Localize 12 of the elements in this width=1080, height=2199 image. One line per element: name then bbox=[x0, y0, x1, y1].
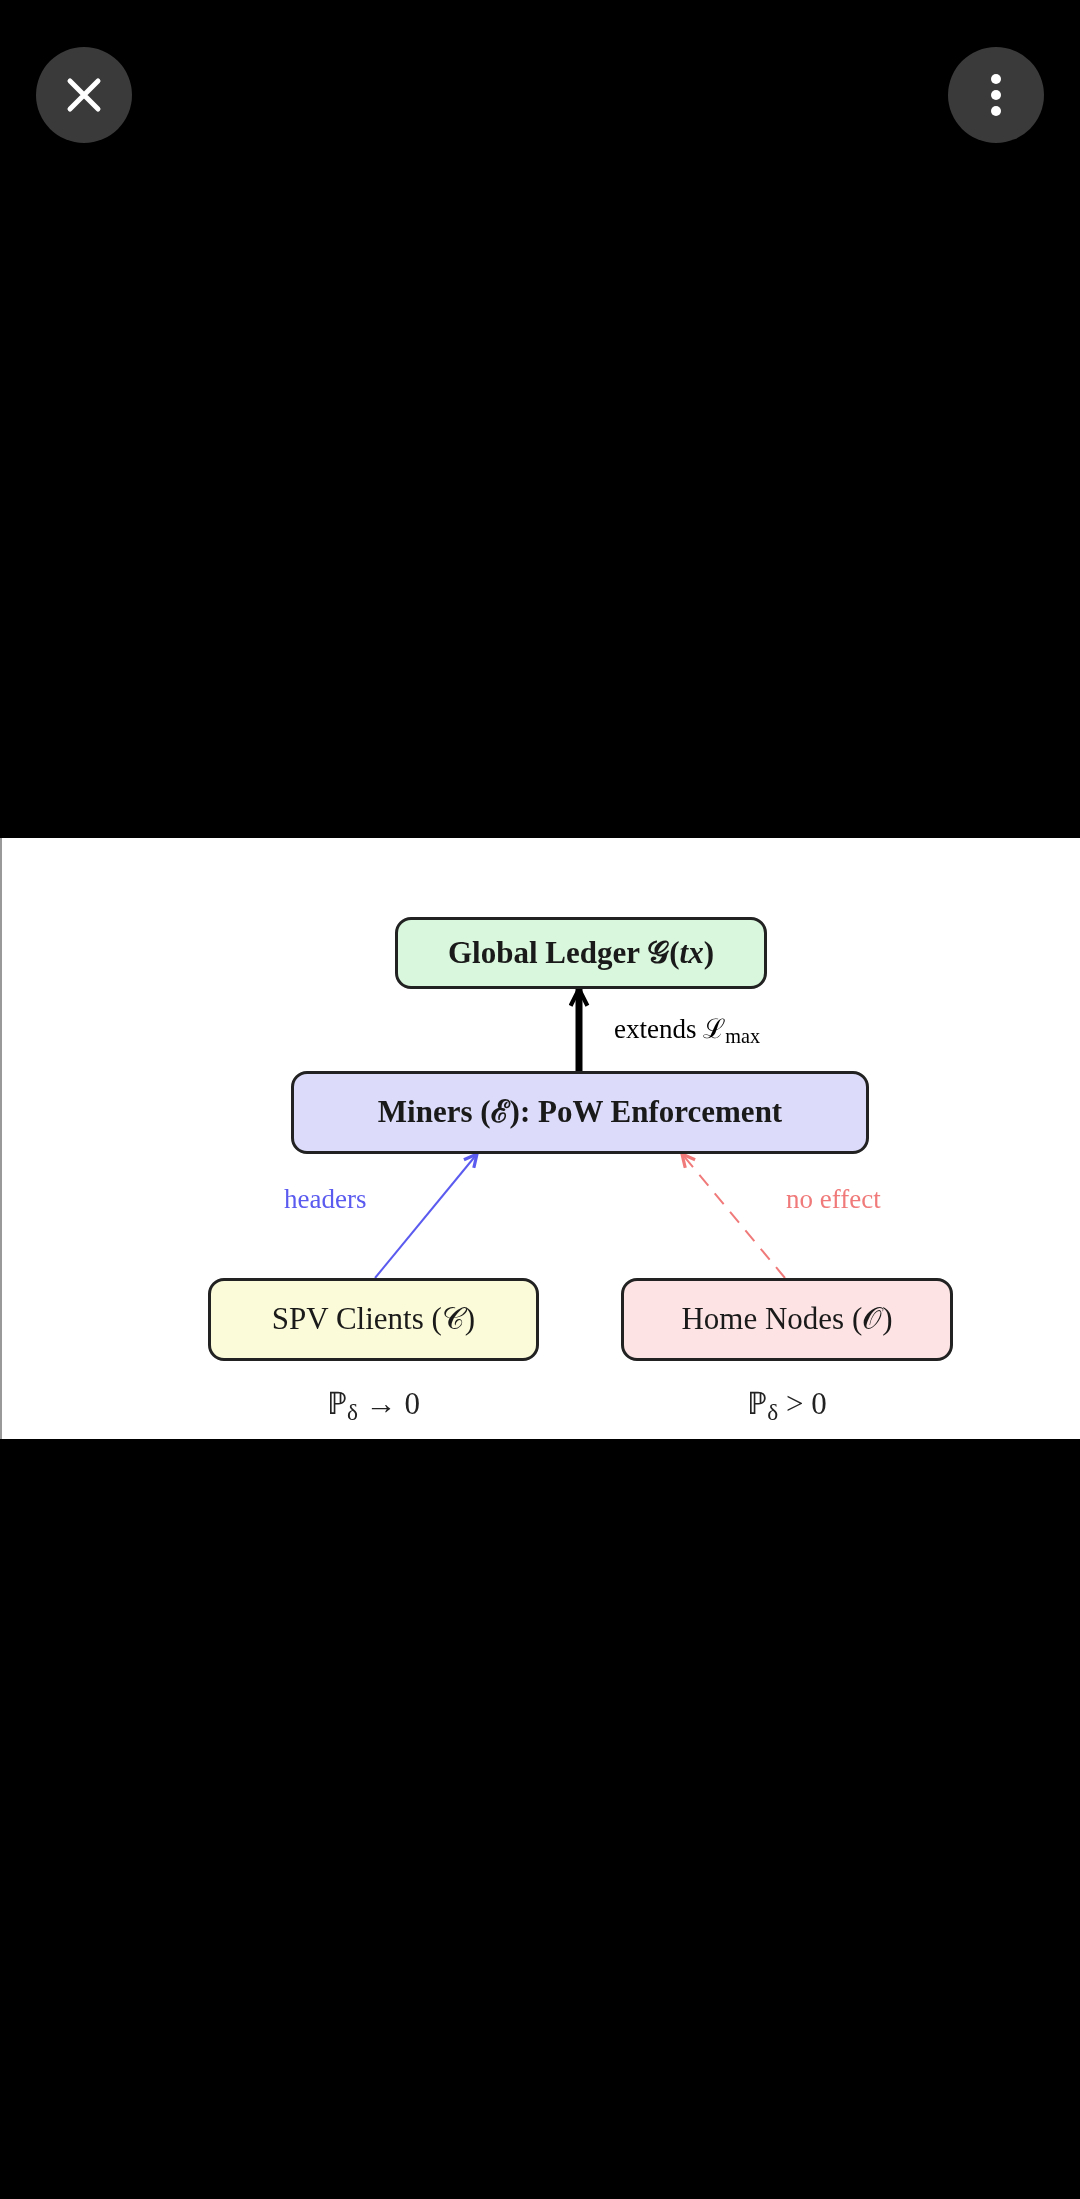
arrow bbox=[374, 1152, 479, 1279]
arrow bbox=[680, 1152, 786, 1279]
probability-label: ℙ$_{δ}$ → 0 bbox=[326, 1385, 421, 1427]
process-box bbox=[291, 1071, 869, 1154]
probability-label: ℙ$_{δ}$ > 0 bbox=[746, 1385, 828, 1427]
process-box bbox=[395, 917, 767, 989]
box-label: SPV Clients (𝒞) bbox=[271, 1300, 476, 1339]
box-label: Global Ledger 𝒢(tx) bbox=[448, 933, 714, 972]
process-box bbox=[621, 1278, 953, 1361]
process-box bbox=[208, 1278, 539, 1361]
box-label: Miners (ℰ): PoW Enforcement bbox=[377, 1093, 783, 1132]
box-label: Home Nodes (𝒪) bbox=[681, 1300, 893, 1339]
